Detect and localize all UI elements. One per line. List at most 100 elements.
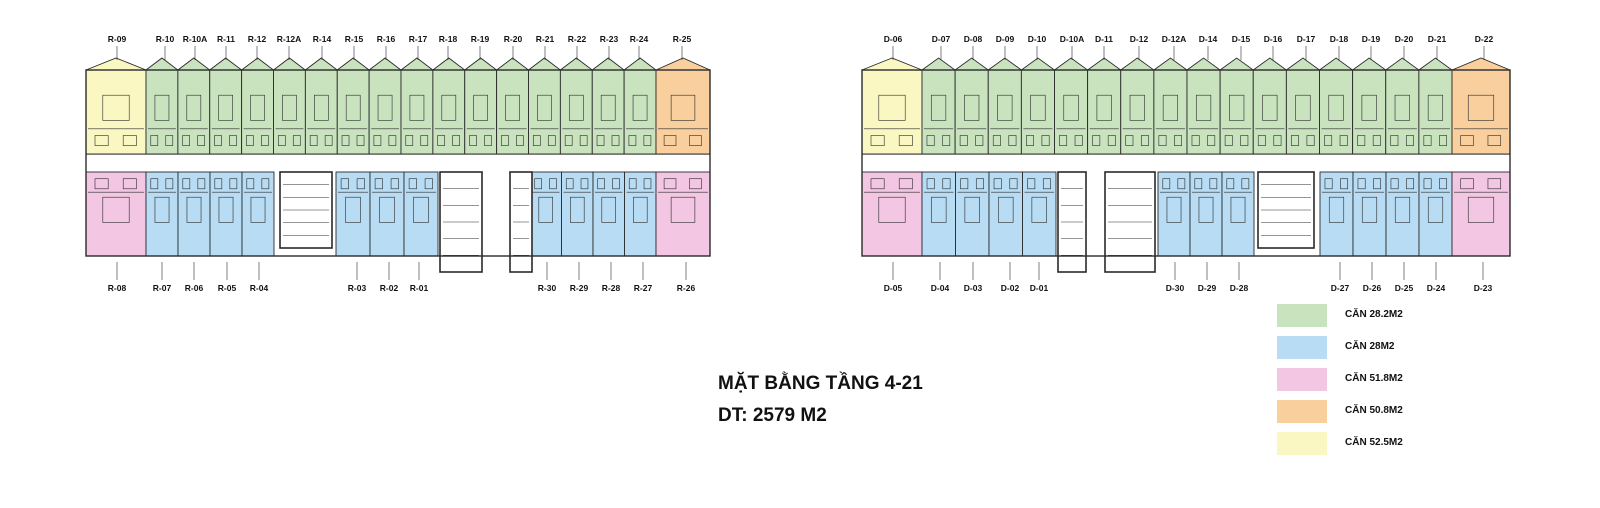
legend-label: CĂN 50.8M2	[1345, 405, 1403, 416]
bath-fixture	[1291, 135, 1299, 146]
kitchen-fixture	[122, 135, 137, 146]
bath-fixture	[565, 178, 574, 190]
bath-fixture	[1224, 135, 1233, 146]
bath-fixture	[1390, 178, 1399, 190]
bath-fixture	[408, 178, 417, 190]
bed-outline	[1198, 196, 1214, 223]
kitchen-fixture	[165, 135, 174, 146]
unit-label-top: R-12A	[277, 34, 302, 44]
unit-label-top: D-19	[1362, 34, 1381, 44]
bath-fixture	[246, 178, 255, 190]
bath-fixture	[94, 178, 109, 190]
exterior-wall	[85, 69, 711, 257]
legend-label: CĂN 51.8M2	[1345, 373, 1403, 384]
apartment-unit	[1451, 171, 1511, 257]
bed-outline	[441, 94, 457, 121]
kitchen-fixture	[420, 135, 429, 146]
facade-bay	[1053, 57, 1090, 71]
facade-bay	[1185, 57, 1222, 71]
bed-outline	[632, 94, 648, 121]
kitchen-fixture	[1406, 178, 1415, 190]
unit-label-bottom: R-03	[348, 283, 367, 293]
bed-outline	[1129, 94, 1145, 121]
bed-outline	[1063, 94, 1079, 121]
bath-fixture	[1158, 135, 1167, 146]
unit-label-top: D-10A	[1060, 34, 1085, 44]
bath-fixture	[340, 178, 349, 190]
bed-outline	[250, 94, 265, 121]
kitchen-fixture	[612, 178, 620, 190]
bath-fixture	[182, 135, 190, 146]
bed-outline	[1229, 94, 1245, 121]
bed-outline	[601, 196, 616, 223]
unit-label-top: R-20	[504, 34, 523, 44]
bath-fixture	[214, 135, 222, 146]
unit-label-bottom: R-29	[570, 283, 589, 293]
bed-outline	[379, 196, 395, 223]
facade-bay	[272, 57, 307, 71]
legend-swatch	[1277, 400, 1327, 423]
unit-label-bottom: D-28	[1230, 283, 1249, 293]
facade-bay	[240, 57, 275, 71]
bath-fixture	[374, 178, 383, 190]
bed-outline	[670, 196, 696, 223]
bed-outline	[186, 94, 202, 121]
bed-outline	[878, 94, 906, 121]
bath-fixture	[1357, 178, 1366, 190]
facade-bay	[335, 57, 371, 71]
kitchen-fixture	[229, 178, 238, 190]
unit-label-bottom: D-25	[1395, 283, 1414, 293]
bath-fixture	[1257, 135, 1266, 146]
bed-outline	[473, 94, 488, 121]
unit-label-bottom: D-30	[1166, 283, 1185, 293]
kitchen-fixture	[1207, 135, 1216, 146]
unit-label-bottom: R-01	[410, 283, 429, 293]
bath-fixture	[1059, 135, 1068, 146]
apartment-unit	[655, 171, 711, 257]
bed-outline	[1031, 196, 1047, 223]
bath-fixture	[926, 135, 935, 146]
unit-label-top: R-12	[248, 34, 267, 44]
unit-label-top: D-14	[1199, 34, 1218, 44]
kitchen-fixture	[689, 178, 702, 190]
bath-fixture	[628, 178, 637, 190]
unit-label-bottom: D-01	[1030, 283, 1049, 293]
facade-bay	[1318, 57, 1355, 71]
kitchen-fixture	[579, 135, 588, 146]
bed-outline	[1427, 94, 1444, 121]
unit-label-top: D-21	[1428, 34, 1447, 44]
unit-label-top: D-09	[996, 34, 1015, 44]
bath-fixture	[960, 178, 969, 190]
unit-label-bottom: R-07	[153, 283, 172, 293]
kitchen-fixture	[689, 135, 702, 146]
unit-label-top: R-14	[313, 34, 332, 44]
unit-label-top: R-25	[673, 34, 692, 44]
unit-label-bottom: D-29	[1198, 283, 1217, 293]
facade-bay	[1284, 57, 1321, 71]
bed-outline	[931, 196, 947, 223]
kitchen-fixture	[390, 178, 399, 190]
exterior-wall	[861, 69, 1511, 257]
bed-outline	[154, 94, 170, 121]
bed-outline	[633, 196, 648, 223]
facade-bay	[622, 57, 658, 71]
kitchen-fixture	[611, 135, 620, 146]
bath-fixture	[373, 135, 382, 146]
kitchen-fixture	[484, 135, 492, 146]
bath-fixture	[1423, 178, 1432, 190]
bath-fixture	[501, 135, 509, 146]
unit-label-top: D-07	[932, 34, 951, 44]
bed-outline	[505, 94, 520, 121]
unit-label-bottom: R-02	[380, 283, 399, 293]
unit-label-bottom: D-02	[1001, 283, 1020, 293]
kitchen-fixture	[261, 178, 270, 190]
kitchen-fixture	[122, 178, 137, 190]
bed-outline	[345, 94, 361, 121]
legend-label: CĂN 28M2	[1345, 341, 1395, 352]
bed-outline	[1427, 196, 1444, 223]
kitchen-fixture	[1041, 135, 1050, 146]
bed-outline	[1096, 94, 1112, 121]
legend-swatch	[1277, 368, 1327, 391]
